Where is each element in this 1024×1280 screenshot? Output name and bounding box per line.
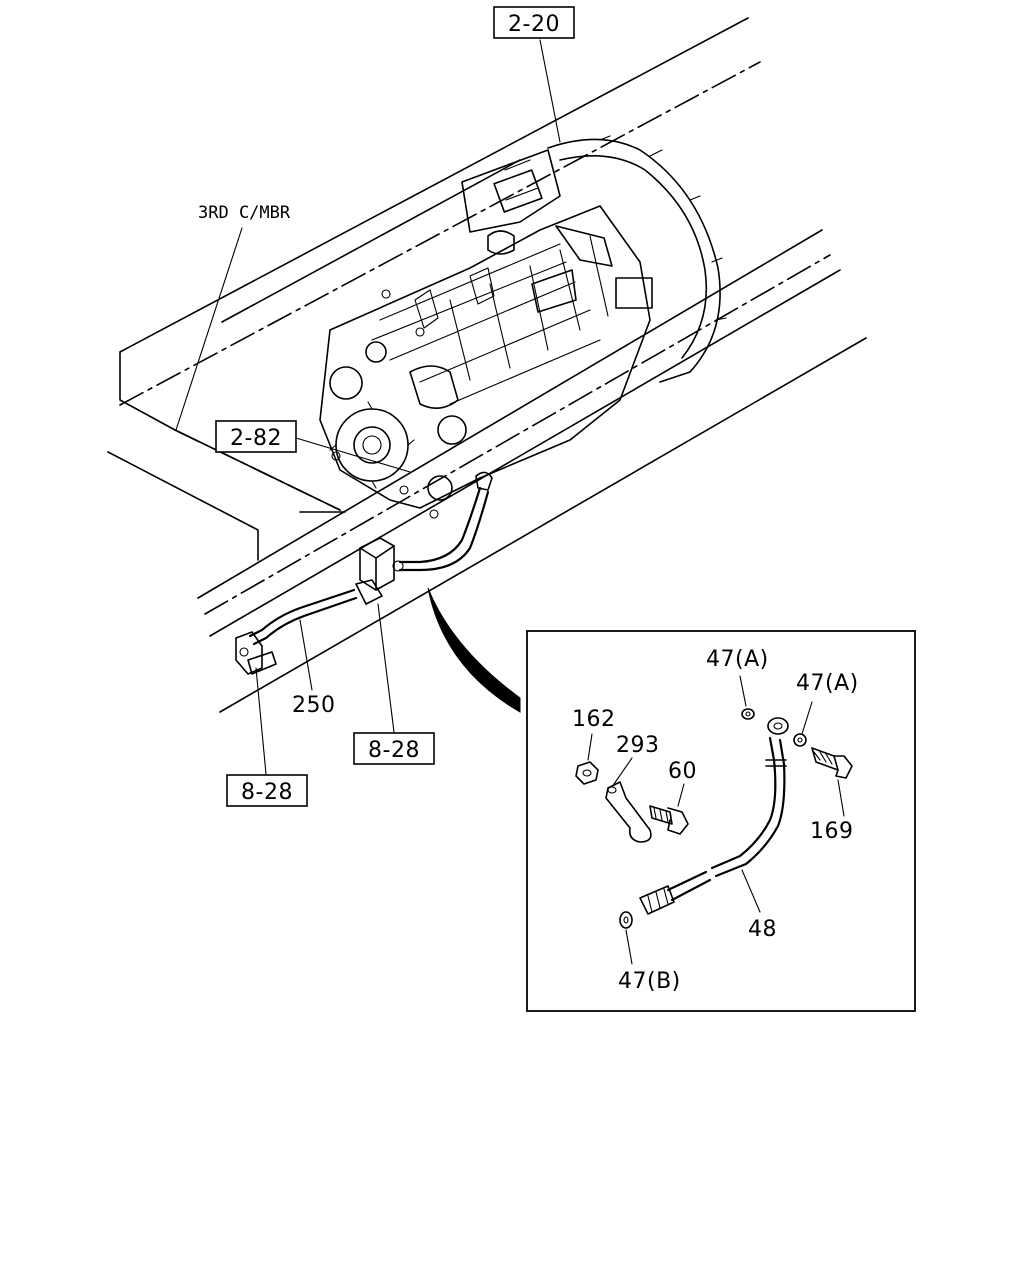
ref-box-top[interactable]: 2-20 <box>493 6 575 39</box>
leader-crossmember <box>175 227 243 431</box>
ref-label-left: 2-82 <box>230 426 282 451</box>
ref-label-valve-lower: 8-28 <box>368 738 420 763</box>
hose-assembly <box>235 471 493 775</box>
ref-box-valve-lower[interactable]: 8-28 <box>353 732 435 765</box>
label-hose: 48 <box>748 917 777 942</box>
label-bolt-small: 60 <box>668 759 697 784</box>
label-washer-b: 47(B) <box>618 969 681 994</box>
crossmember-label: 3RD C/MBR <box>198 203 291 223</box>
label-washer-a-right: 47(A) <box>796 671 859 696</box>
detail-panel: 47(A) 47(A) 162 293 60 169 48 47(B) <box>526 630 916 1012</box>
label-eye-bolt: 169 <box>810 819 854 844</box>
ref-label-valve-left: 8-28 <box>241 780 293 805</box>
label-washer-a-top: 47(A) <box>706 647 769 672</box>
transmission <box>319 135 727 519</box>
frame-rails <box>107 17 867 713</box>
hose-250-label: 250 <box>292 693 336 718</box>
ref-label-top: 2-20 <box>508 12 560 37</box>
ref-box-valve-left[interactable]: 8-28 <box>226 774 308 807</box>
label-bracket: 293 <box>616 733 660 758</box>
leader-2-20 <box>539 39 561 143</box>
detail-pointer <box>427 587 521 713</box>
leader-2-82 <box>295 437 411 473</box>
ref-box-left[interactable]: 2-82 <box>215 420 297 453</box>
label-nut: 162 <box>572 707 616 732</box>
